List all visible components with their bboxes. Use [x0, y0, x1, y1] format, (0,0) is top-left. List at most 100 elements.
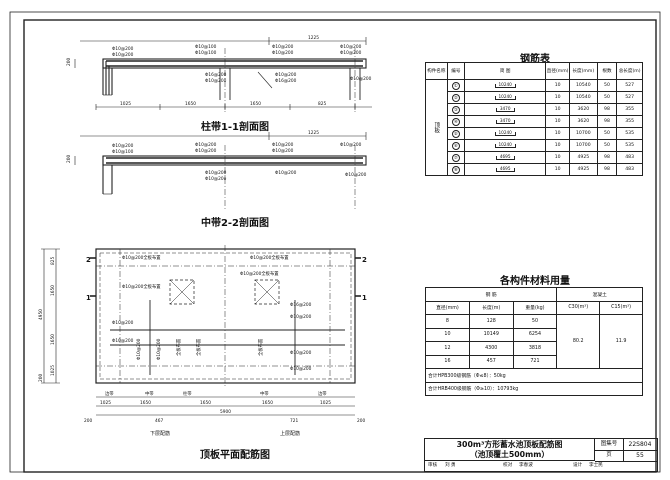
mat-weight: 6254: [512, 327, 558, 342]
dim-label: 1650: [50, 285, 56, 296]
rebar-shape: 4695: [464, 163, 547, 176]
table-row: 16 457 721: [425, 354, 643, 369]
plan-caption: 顶板平面配筋图: [200, 450, 270, 461]
rebar-length: 3620: [568, 103, 598, 116]
dim-label: 200: [66, 155, 72, 163]
header-cell: 简 图: [464, 62, 547, 80]
rebar-label: Φ10@200: [350, 76, 372, 82]
rebar-label: Φ10@200: [205, 170, 227, 176]
rebar-label: Φ10@200: [205, 176, 227, 182]
dim-label: 467: [155, 418, 163, 424]
plan-labels: Φ10@200全板布置 Φ10@200全板布置 Φ10@200全板布置 Φ10@…: [38, 254, 365, 437]
plan-callout: Φ10@200全板布置: [250, 254, 289, 261]
header-cell: 长度(m): [468, 300, 514, 315]
header-cell: 根数: [596, 62, 618, 80]
band-name: 边带: [105, 390, 114, 397]
rebar-label: Φ10@200: [195, 148, 217, 154]
header-cell: C30(m³): [556, 300, 601, 315]
table-row: ⑤ 10240 10 10700 50 535: [426, 127, 643, 140]
rebar-total: 527: [616, 91, 643, 104]
mat-diameter: 16: [425, 354, 470, 369]
band-name: 中带: [145, 390, 154, 397]
rebar-label: Φ10@200: [136, 338, 142, 360]
rebar-no: ⑦: [446, 151, 466, 164]
title-block: 300m³方形蓄水池顶板配筋图 （池顶覆土500mm） 图集号 22S804 页…: [424, 438, 658, 472]
table-group-row: 钢 筋 混凝土: [424, 287, 643, 302]
rebar-total: 527: [616, 79, 643, 92]
atlas-label: 图集号: [595, 439, 624, 451]
mat-weight: 3818: [512, 341, 558, 356]
rebar-label: Φ10@200: [112, 143, 134, 149]
dim-label: 1025: [120, 101, 131, 107]
rebar-label: Φ10@200: [290, 314, 312, 320]
dim-label: 200: [357, 418, 365, 424]
band-name: 中带: [260, 390, 269, 397]
inner-border: [23, 19, 657, 473]
dim-label: 4950: [38, 309, 44, 320]
header-cell: 编号: [446, 62, 466, 80]
rebar-shape: 3470: [464, 115, 547, 128]
rebar-length: 10700: [568, 139, 598, 152]
dim-label: 1650: [185, 101, 196, 107]
rebar-label: Φ10@200: [205, 78, 227, 84]
group-concrete: 混凝土: [556, 287, 643, 302]
rebar-total: 483: [616, 151, 643, 164]
mat-c30: 80.2: [556, 314, 601, 369]
dim-label: 1650: [250, 101, 261, 107]
dim-label: 825: [50, 257, 56, 265]
design-name: 李士民: [589, 463, 603, 468]
table-row: ⑥ 10240 10 10700 50 535: [426, 139, 643, 152]
rebar-total: 355: [616, 103, 643, 116]
dim-label: 1650: [50, 334, 56, 345]
rebar-diameter: 10: [545, 115, 570, 128]
rebar-table-title: 钢筋表: [520, 54, 550, 65]
rebar-count: 50: [596, 139, 618, 152]
page-label: 页: [595, 450, 624, 462]
check-name: 李春波: [519, 463, 533, 468]
rebar-length: 10700: [568, 127, 598, 140]
rebar-shape: 10240: [464, 139, 547, 152]
axis-number: 1: [362, 294, 367, 302]
rebar-no: ①: [446, 79, 466, 92]
section-1-1: [74, 37, 372, 112]
dim-label: 1025: [50, 365, 56, 376]
rebar-total: 355: [616, 115, 643, 128]
band-label: 全板布置: [257, 338, 264, 356]
section-1-1-caption: 柱带1-1剖面图: [200, 122, 270, 133]
plan-view: [41, 245, 361, 416]
rebar-count: 50: [596, 91, 618, 104]
page-number: 55: [623, 450, 657, 462]
rebar-total: 535: [616, 127, 643, 140]
dim-label: 5900: [220, 409, 231, 415]
material-note: 合计HRB400级钢筋（Φ≥10）：10793kg: [425, 381, 643, 396]
rebar-label: Φ10@200: [112, 338, 134, 344]
dim-label: 1025: [100, 400, 111, 406]
plan-callout: Φ10@200全板布置: [122, 283, 161, 290]
rebar-label: Φ10@200: [275, 170, 297, 176]
review-label: 审核: [428, 463, 438, 468]
rebar-no: ③: [446, 103, 466, 116]
rebar-shape: 4695: [464, 151, 547, 164]
rebar-label: Φ10@200: [112, 46, 134, 52]
dim-label: 1650: [200, 400, 211, 406]
mat-weight: 721: [512, 354, 558, 369]
table-row: ⑧ 4695 10 4925 98 483: [426, 163, 643, 176]
rebar-table: 构件名称 编号 简 图 直径(mm) 长度(mm) 根数 总长度(m) 顶板 ①…: [425, 62, 643, 176]
dim-label: 825: [318, 101, 326, 107]
rebar-diameter: 10: [545, 103, 570, 116]
check-label: 校对: [503, 463, 513, 468]
table-row: 8 128 50 80.2 11.9: [425, 314, 643, 369]
header-cell: 直径(mm): [425, 300, 470, 315]
dim-label: 1650: [140, 400, 151, 406]
rebar-shape: 10240: [464, 127, 547, 140]
header-cell: 总长度(m): [616, 62, 643, 80]
header-cell: C15(m³): [599, 300, 643, 315]
rebar-label: Φ10@200: [290, 350, 312, 356]
rebar-label: Φ10@100: [112, 149, 134, 155]
mat-length: 457: [468, 354, 514, 369]
rebar-label: Φ10@200: [290, 366, 312, 372]
mat-diameter: 10: [425, 327, 470, 342]
dim-label: 1650: [262, 400, 273, 406]
band-name: 边带: [318, 390, 327, 397]
rebar-label: Φ10@200: [345, 172, 367, 178]
